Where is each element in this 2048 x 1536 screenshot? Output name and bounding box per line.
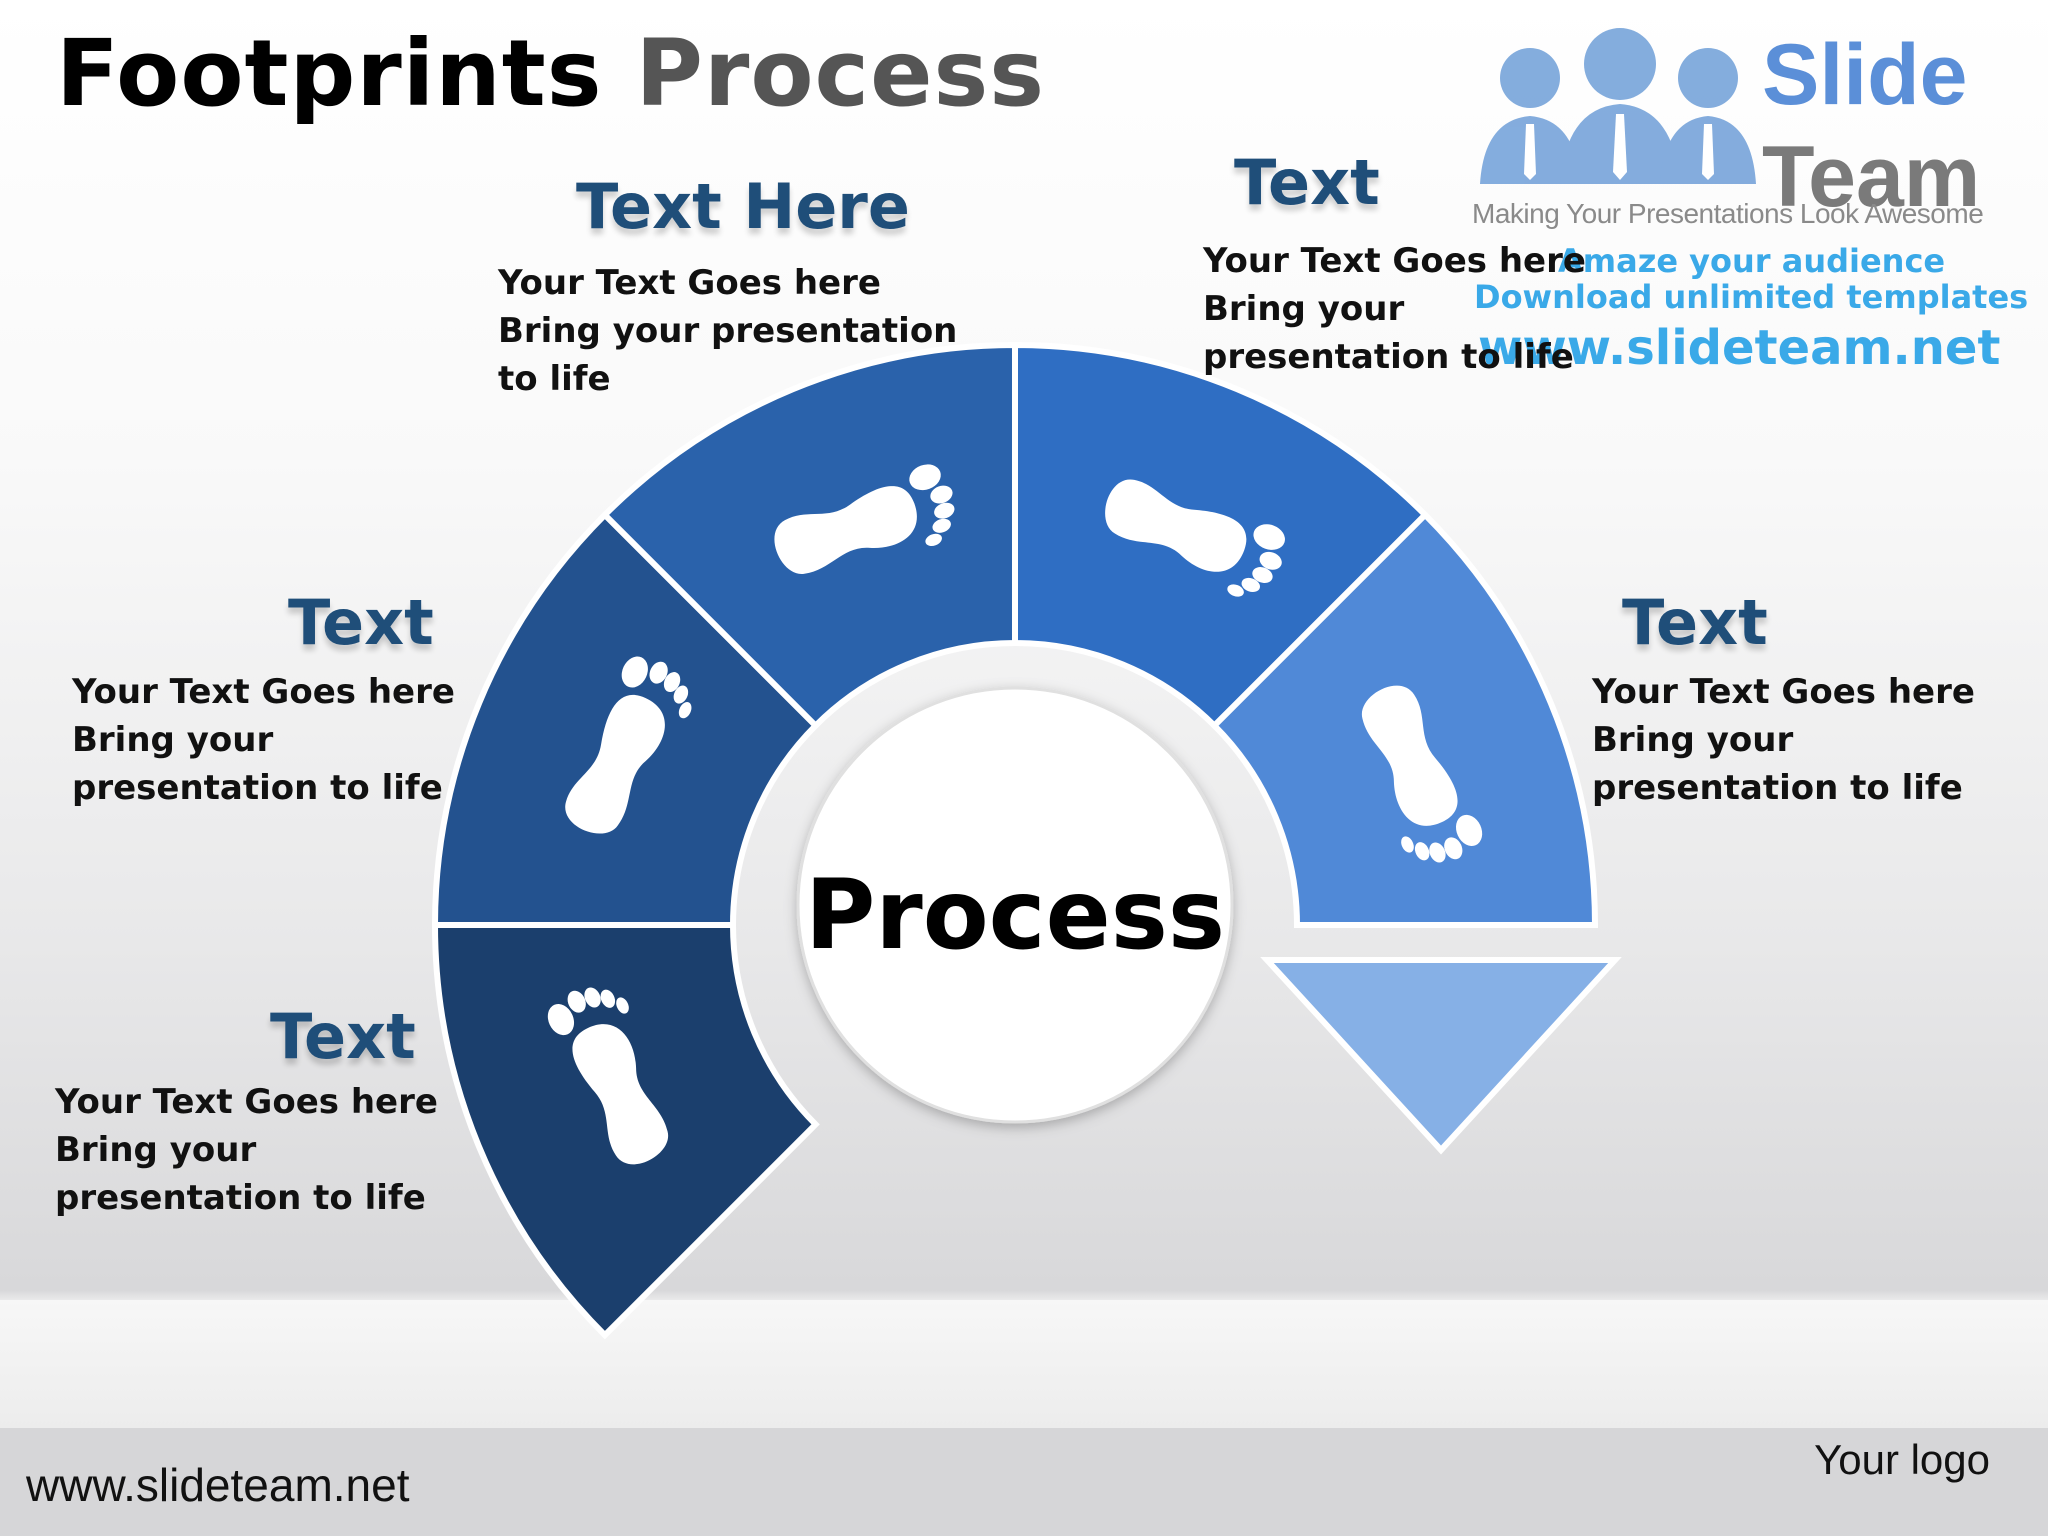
step-3-line-1: Your Text Goes here <box>498 263 881 303</box>
step-2-text: Your Text Goes here Bring your presentat… <box>72 668 455 812</box>
step-5-line-2: Bring your <box>1592 720 1794 760</box>
brand-line2: Download unlimited templates <box>1474 278 2029 316</box>
center-label: Process <box>805 859 1225 971</box>
step-1-line-1: Your Text Goes here <box>55 1082 438 1122</box>
step-4-line-1: Your Text Goes here <box>1203 241 1586 281</box>
step-3-heading: Text Here <box>576 170 910 243</box>
step-4-line-2: Bring your <box>1203 289 1405 329</box>
slide-title: Footprints Process <box>56 20 1045 127</box>
step-5-text: Your Text Goes here Bring your presentat… <box>1592 668 1975 812</box>
step-2-line-2: Bring your <box>72 720 274 760</box>
step-3-text: Your Text Goes here Bring your presentat… <box>498 259 957 403</box>
brand-name-line2: Team <box>1762 129 1981 225</box>
step-2-line-3: presentation to life <box>72 768 443 808</box>
step-3-line-2: Bring your presentation <box>498 311 958 351</box>
step-4-line-3: presentation to life <box>1203 337 1574 377</box>
title-part-1: Footprints <box>56 20 603 127</box>
step-4-text: Your Text Goes here Bring your presentat… <box>1203 237 1586 381</box>
brand-logo: Slide Team Making Your Presentations Loo… <box>1470 24 2030 384</box>
step-2-line-1: Your Text Goes here <box>72 672 455 712</box>
step-4-heading: Text <box>1234 146 1380 219</box>
people-icon <box>1480 28 1756 184</box>
step-3-line-3: to life <box>498 359 611 399</box>
brand-line1: Amaze your audience <box>1558 242 1946 280</box>
step-5-line-1: Your Text Goes here <box>1592 672 1975 712</box>
step-1-heading: Text <box>270 1000 416 1073</box>
footer-bar <box>0 1428 2048 1536</box>
step-5-line-3: presentation to life <box>1592 768 1963 808</box>
step-1-line-2: Bring your <box>55 1130 257 1170</box>
arrow-head <box>1260 957 1622 1155</box>
step-5-heading: Text <box>1622 586 1768 659</box>
brand-tagline: Making Your Presentations Look Awesome <box>1472 198 1984 229</box>
floor-band <box>0 1300 2048 1430</box>
brand-url: www.slideteam.net <box>1478 320 2001 376</box>
footer-url: www.slideteam.net <box>26 1459 410 1511</box>
title-part-2: Process <box>635 20 1046 127</box>
step-1-text: Your Text Goes here Bring your presentat… <box>55 1078 438 1222</box>
arc-segments <box>431 341 1622 1340</box>
brand-name-line1: Slide <box>1762 27 1968 123</box>
step-2-heading: Text <box>288 586 434 659</box>
step-1-line-3: presentation to life <box>55 1178 426 1218</box>
footer-logo-placeholder: Your logo <box>1814 1436 1990 1483</box>
center-circle <box>796 686 1234 1124</box>
